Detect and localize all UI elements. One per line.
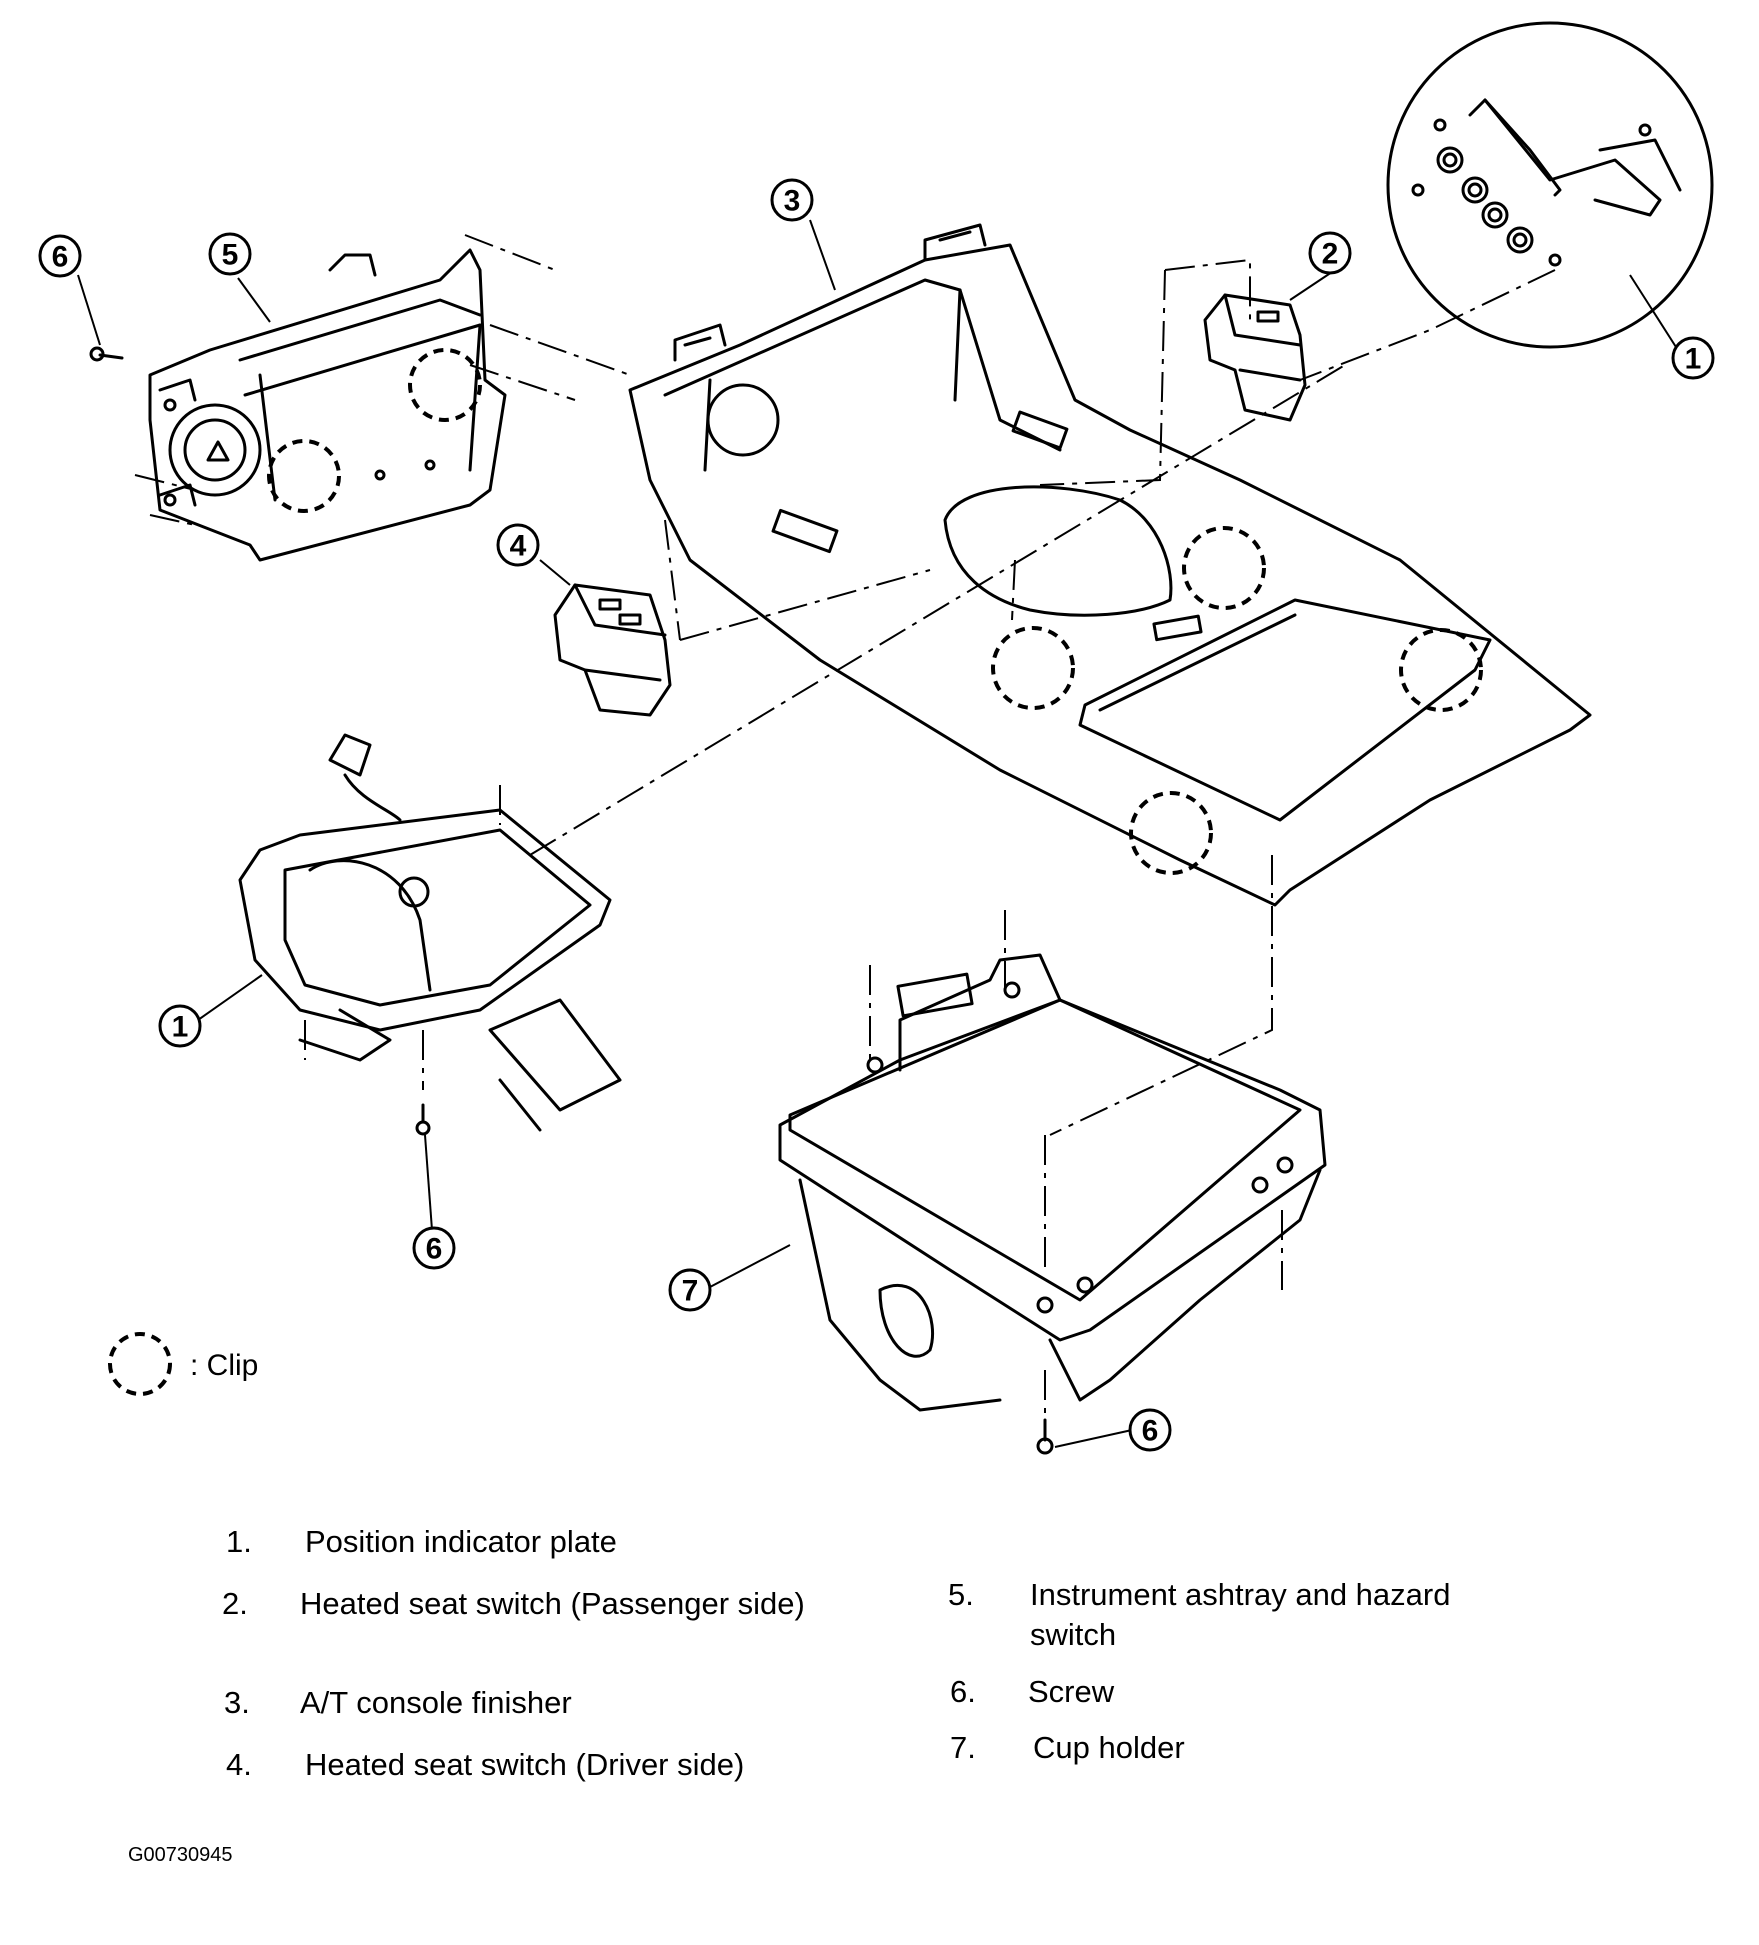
clip-marker [1182, 526, 1266, 610]
callout-3: 3 [784, 185, 801, 218]
legend-number: 4. [226, 1747, 252, 1782]
assembly-lines [134, 234, 1556, 1420]
callout-7: 7 [682, 1275, 699, 1308]
clip-marker [267, 439, 341, 513]
cup-holder-part [778, 953, 1327, 1412]
legend-label: Screw [1028, 1674, 1115, 1709]
legend-number: 3. [224, 1685, 250, 1720]
exploded-parts-diagram: 6 5 3 2 1 4 1 6 7 6 : Clip [38, 21, 1715, 1455]
ashtray-hazard-switch-part [148, 248, 507, 562]
legend-label: Instrument ashtray and hazard switch [1030, 1577, 1451, 1652]
clip-marker [1129, 791, 1213, 875]
callout-6-middle: 6 [426, 1233, 443, 1266]
legend-number: 2. [222, 1586, 248, 1621]
screw-topleft [89, 346, 124, 362]
position-indicator-plate-part [238, 733, 622, 1132]
callout-5: 5 [222, 239, 239, 272]
clip-marker [408, 348, 482, 422]
console-finisher-part [628, 223, 1592, 907]
clip-marker [108, 1332, 172, 1396]
legend-label: Cup holder [1033, 1730, 1185, 1765]
callout-1-bottom: 1 [172, 1011, 189, 1044]
legend-label: Position indicator plate [305, 1524, 617, 1559]
screw-bottom [1036, 1418, 1054, 1455]
heated-seat-switch-passenger-part [1203, 293, 1307, 422]
clip-marker [991, 626, 1075, 710]
callout-6-topleft: 6 [52, 241, 69, 274]
heated-seat-switch-driver-part [553, 583, 672, 717]
legend-number: 6. [950, 1674, 976, 1709]
legend-label: Heated seat switch (Driver side) [305, 1747, 745, 1782]
clip-markers [108, 348, 1483, 1396]
callout-6-bottom: 6 [1142, 1415, 1159, 1448]
legend-label: Heated seat switch (Passenger side) [300, 1586, 805, 1621]
figure-code: G00730945 [128, 1844, 233, 1866]
screw-middle [415, 1103, 431, 1136]
leader-lines [77, 219, 1684, 1448]
legend-number: 5. [948, 1577, 974, 1612]
legend-label: A/T console finisher [300, 1685, 572, 1720]
callout-2: 2 [1322, 238, 1339, 271]
legend-number: 7. [950, 1730, 976, 1765]
callout-circles [38, 178, 1715, 1452]
position-indicator-plate-detail [1386, 21, 1714, 349]
clip-marker [1399, 628, 1483, 712]
clip-legend-label: : Clip [190, 1349, 258, 1382]
callout-4: 4 [510, 530, 527, 563]
callout-1-top: 1 [1685, 343, 1702, 376]
legend-number: 1. [226, 1524, 252, 1559]
